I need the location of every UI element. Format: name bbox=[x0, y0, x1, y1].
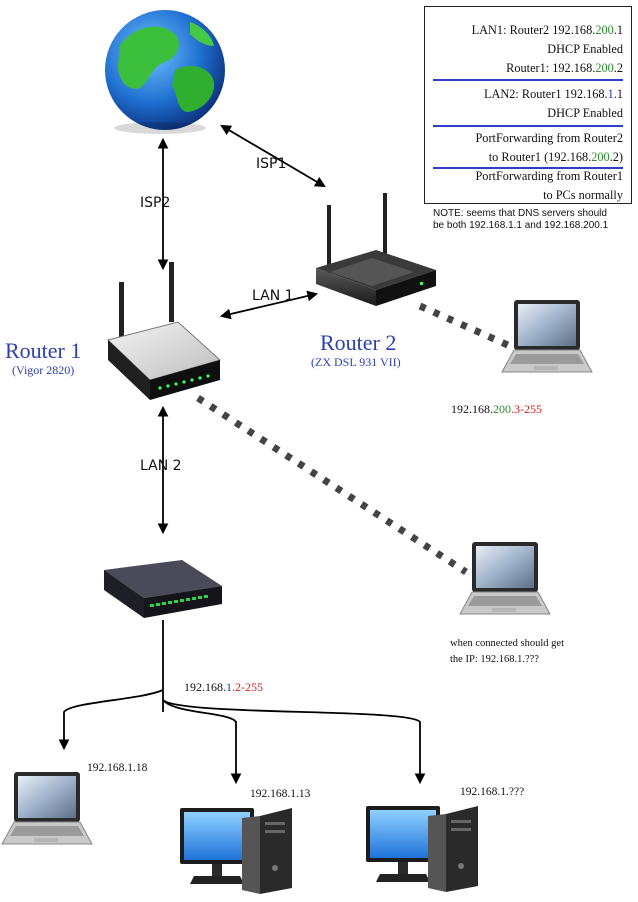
desktop2-ip: 192.168.1.??? bbox=[460, 786, 525, 798]
legend-divider bbox=[433, 79, 623, 81]
legend-divider bbox=[433, 125, 623, 127]
router1-title: Router 1 bbox=[5, 338, 82, 363]
wifi-link-router2 bbox=[418, 302, 512, 350]
branch-desktop2 bbox=[162, 699, 426, 785]
router-icon bbox=[316, 193, 436, 306]
branch-laptop bbox=[58, 689, 164, 751]
dns-note: NOTE: seems that DNS servers should be b… bbox=[433, 208, 609, 231]
desktop-icon bbox=[366, 806, 478, 892]
legend-box: LAN1: Router2 192.168.200.1 DHCP Enabled… bbox=[424, 6, 632, 204]
globe-icon bbox=[105, 10, 225, 134]
laptop-icon bbox=[501, 299, 593, 373]
router1-ip-range: 192.168.1.2-255 bbox=[184, 680, 263, 694]
branch-desktop1 bbox=[162, 699, 242, 785]
desktop1-ip: 192.168.1.13 bbox=[250, 788, 311, 800]
router-icon bbox=[107, 262, 222, 400]
router1-model: (Vigor 2820) bbox=[12, 363, 75, 377]
legend-portforward-router2: PortForwarding from Router2 to Router1 (… bbox=[475, 131, 623, 164]
laptop-icon bbox=[1, 771, 93, 845]
lan1-label: LAN 1 bbox=[252, 288, 294, 304]
switch-icon bbox=[104, 560, 222, 618]
desktop-icon bbox=[180, 808, 292, 894]
router2-title: Router 2 bbox=[320, 330, 397, 355]
router2-model: (ZX DSL 931 VII) bbox=[311, 355, 401, 369]
router2-ip-range: 192.168.200.3-255 bbox=[451, 402, 542, 416]
legend-portforward-router1: PortForwarding from Router1 to PCs norma… bbox=[475, 169, 623, 202]
laptop-ip: 192.168.1.18 bbox=[87, 762, 148, 774]
isp1-label: ISP1 bbox=[256, 156, 287, 172]
legend-divider bbox=[433, 167, 623, 169]
isp2-label: ISP2 bbox=[140, 195, 171, 211]
wifi-link-router1 bbox=[196, 395, 468, 575]
laptop-icon bbox=[459, 541, 551, 615]
legend-lan2: LAN2: Router1 192.168.1.1 DHCP Enabled bbox=[483, 87, 623, 120]
wifi-laptop-note: when connected should get the IP: 192.16… bbox=[450, 638, 565, 665]
isp1-link bbox=[220, 124, 326, 188]
legend-lan1: LAN1: Router2 192.168.200.1 DHCP Enabled… bbox=[471, 23, 623, 75]
lan1-link bbox=[219, 290, 319, 320]
lan2-label: LAN 2 bbox=[140, 458, 182, 474]
